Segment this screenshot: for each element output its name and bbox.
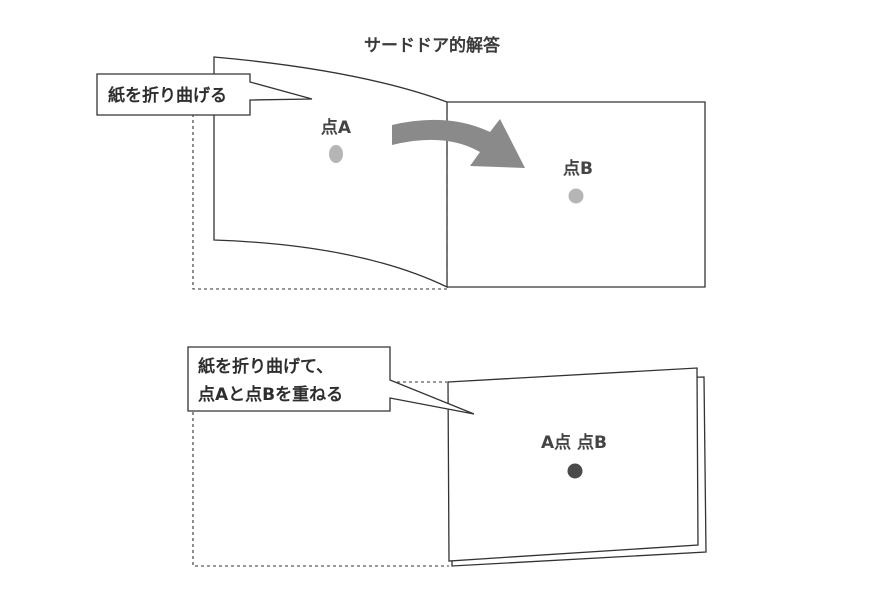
top-right-page — [447, 101, 706, 288]
top-original-page-outline — [192, 108, 447, 290]
top-curling-page — [213, 56, 448, 289]
point-b-label: 点B — [563, 158, 593, 179]
point-a-dot — [329, 145, 343, 163]
top-callout-bubble — [96, 73, 313, 116]
bottom-callout-bubble — [187, 346, 475, 415]
merged-point-dot — [567, 463, 583, 479]
bottom-callout-line1: 紙を折り曲げて、 — [198, 356, 333, 377]
point-a-label: 点A — [321, 117, 352, 138]
bottom-callout-line2: 点Aと点Bを重ねる — [198, 384, 343, 405]
merged-points-label: A点 点B — [541, 432, 607, 453]
diagram-title: サードドア的解答 — [364, 35, 501, 56]
point-b-dot — [568, 188, 584, 204]
fold-direction-arrow — [392, 119, 525, 168]
top-callout-text: 紙を折り曲げる — [108, 85, 227, 106]
